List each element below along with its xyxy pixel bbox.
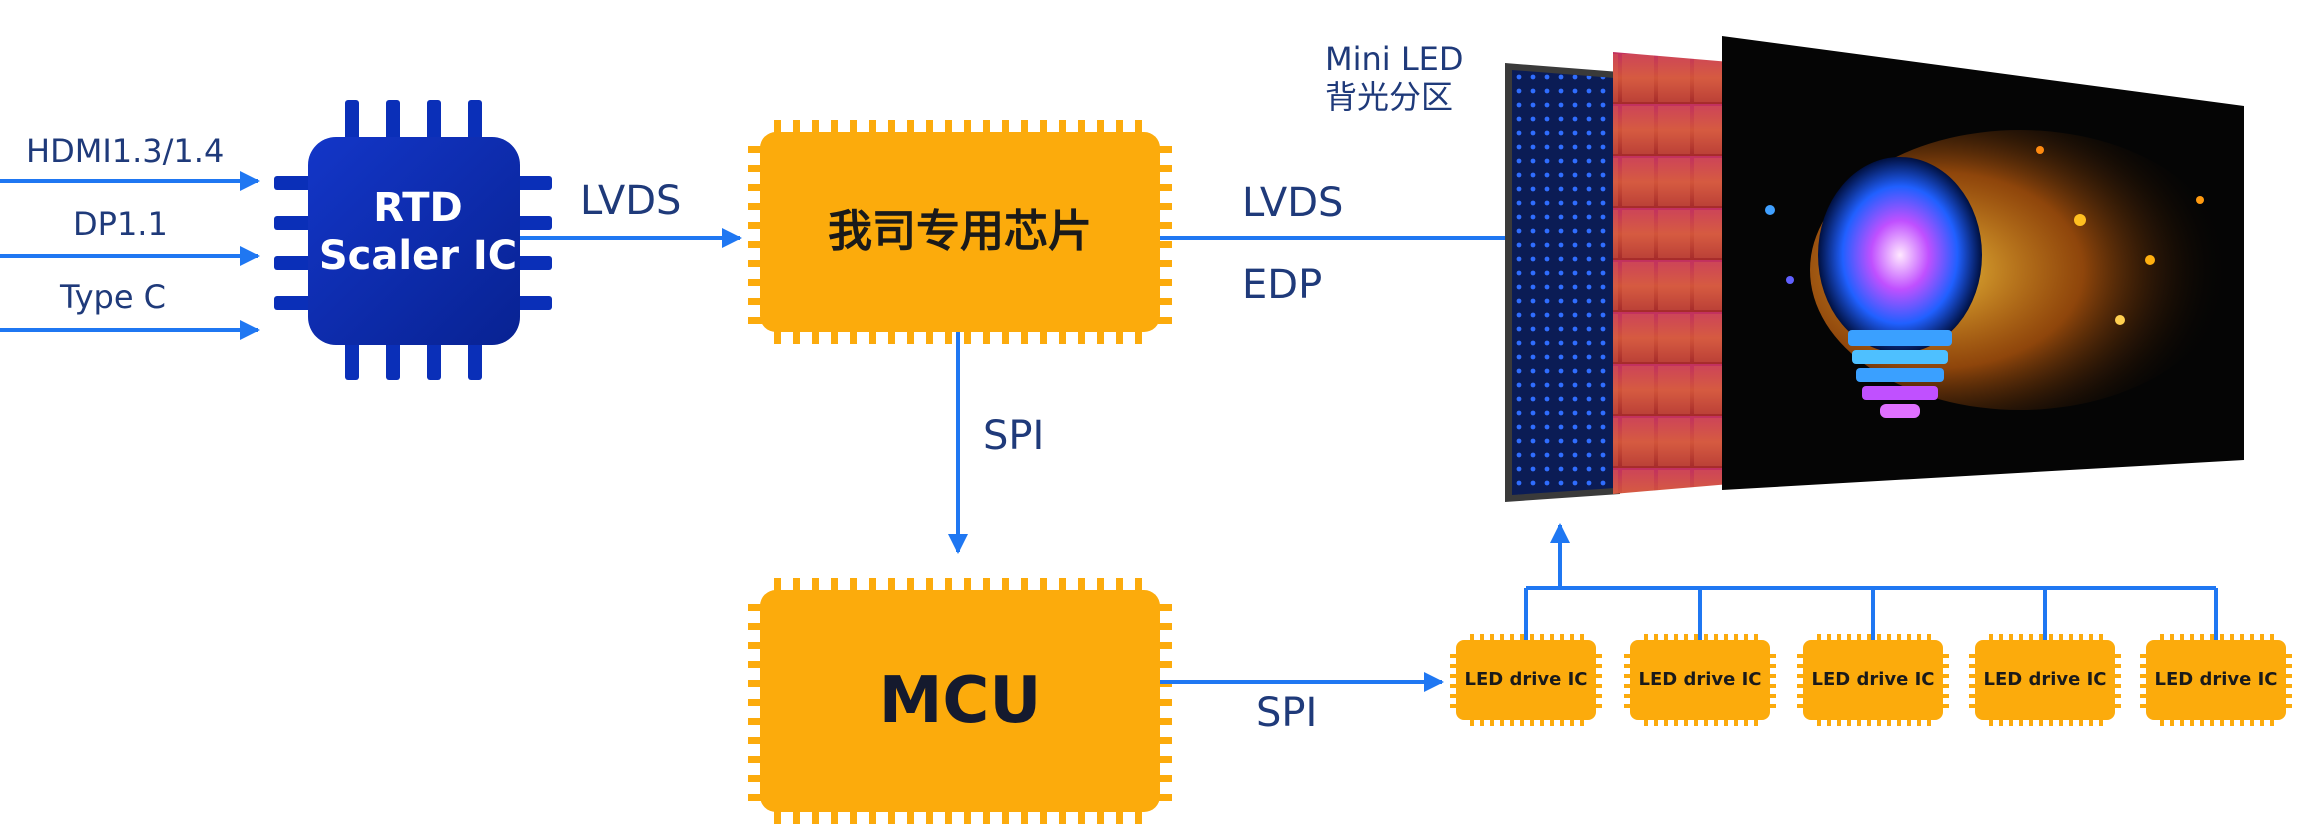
link-label-chip-to-panel-1: LVDS xyxy=(1242,180,1344,226)
driver-bus xyxy=(1524,523,2218,640)
scaler-chip-label: RTD Scaler IC xyxy=(307,184,529,280)
link-label-chip-to-mcu: SPI xyxy=(983,413,1045,459)
link-label-mcu-to-drivers: SPI xyxy=(1256,690,1318,736)
mcu-chip xyxy=(748,578,1172,824)
led-drive-ic-chip xyxy=(1969,634,2121,726)
led-drive-ic-chip xyxy=(1450,634,1602,726)
main-chip-label: 我司专用芯片 xyxy=(828,206,1092,257)
scaler-label-line2: Scaler IC xyxy=(318,233,518,279)
driver-label: LED drive IC xyxy=(1811,669,1935,690)
link-label-scaler-to-chip: LVDS xyxy=(580,178,682,224)
driver-label: LED drive IC xyxy=(1983,669,2107,690)
scaler-label-line1: RTD xyxy=(373,185,463,231)
input-label-dp: DP1.1 xyxy=(73,205,168,243)
input-label-typec: Type C xyxy=(60,278,167,316)
panel-caption-line2: 背光分区 xyxy=(1325,78,1454,116)
panel-caption-line1: Mini LED xyxy=(1325,40,1464,78)
driver-label: LED drive IC xyxy=(1464,669,1588,690)
driver-label: LED drive IC xyxy=(2154,669,2278,690)
mini-led-panel xyxy=(1505,36,2244,502)
led-drive-ic-chip xyxy=(1624,634,1776,726)
driver-label: LED drive IC xyxy=(1638,669,1762,690)
link-label-chip-to-panel-2: EDP xyxy=(1242,262,1323,308)
rtd-scaler-chip xyxy=(274,100,552,380)
led-drive-ic-chip xyxy=(2140,634,2292,726)
mcu-label: MCU xyxy=(878,664,1042,738)
main-chip xyxy=(748,120,1172,344)
led-drive-ic-chip xyxy=(1797,634,1949,726)
input-label-hdmi: HDMI1.3/1.4 xyxy=(26,132,225,170)
light-bulb-image xyxy=(1818,157,1982,353)
panel-caption: Mini LED 背光分区 xyxy=(1325,40,1505,116)
red-diffuser-layer xyxy=(1613,52,1730,494)
